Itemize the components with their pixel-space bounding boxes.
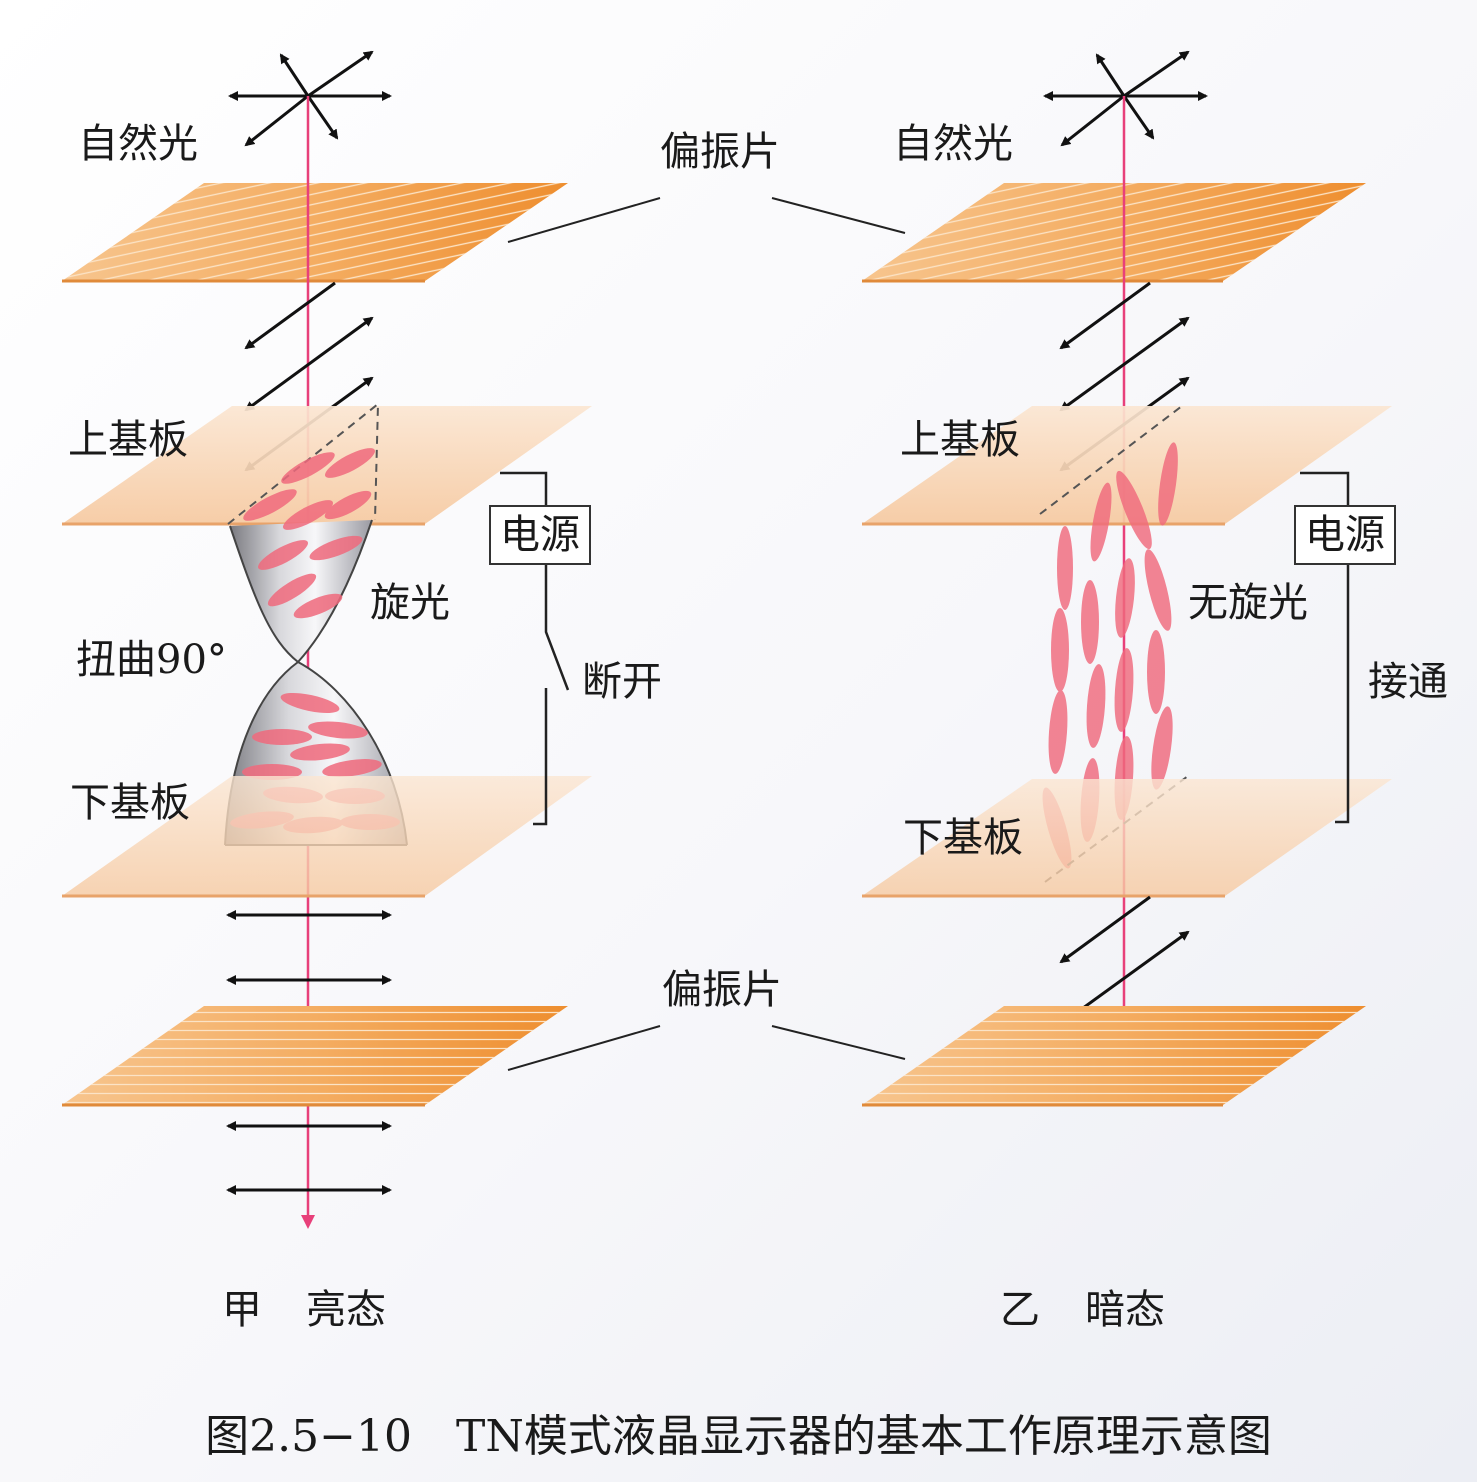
twist-label: 扭曲90° xyxy=(76,637,227,683)
top-polarizer-b xyxy=(862,183,1366,283)
switch-state-b: 接通 xyxy=(1368,659,1448,705)
polarizer-leader-lines xyxy=(507,197,906,1071)
panel-a xyxy=(62,50,592,1229)
upper-substrate-label-b: 上基板 xyxy=(900,417,1020,463)
rotation-label-b: 无旋光 xyxy=(1188,580,1308,626)
figure-caption: 图2.5−10 TN模式液晶显示器的基本工作原理示意图 xyxy=(205,1411,1272,1462)
lower-substrate-label-a: 下基板 xyxy=(70,780,190,826)
switch-state-a: 断开 xyxy=(582,659,662,705)
power-source-b: 电源 xyxy=(1294,505,1396,565)
panel-b xyxy=(862,50,1392,1107)
panel-a-state: 亮态 xyxy=(306,1287,386,1333)
rotation-label-a: 旋光 xyxy=(370,580,450,626)
lc-boundary-top-b xyxy=(1039,405,1183,515)
circuit-a xyxy=(500,471,570,826)
circuit-b xyxy=(1300,471,1350,824)
top-polarizer-a xyxy=(62,183,568,283)
panel-b-label: 乙 xyxy=(1000,1287,1040,1333)
lower-substrate-a xyxy=(62,776,592,898)
natural-light-label-a: 自然光 xyxy=(78,121,198,167)
horizontal-arrows-a xyxy=(226,910,392,1195)
natural-light-arrows-a xyxy=(228,50,392,147)
panel-a-label: 甲 xyxy=(222,1287,262,1333)
polarizer-bottom-label: 偏振片 xyxy=(662,967,782,1013)
lower-substrate-b xyxy=(862,779,1392,898)
natural-light-label-b: 自然光 xyxy=(893,121,1013,167)
lc-boundary-a xyxy=(227,401,380,525)
power-source-a: 电源 xyxy=(489,505,591,565)
tn-lcd-diagram xyxy=(62,50,1392,1229)
bottom-polarizer-b xyxy=(862,1006,1366,1107)
panel-b-state: 暗态 xyxy=(1085,1287,1165,1333)
polarizer-top-label: 偏振片 xyxy=(660,129,780,175)
upper-substrate-label-a: 上基板 xyxy=(68,417,188,463)
natural-light-arrows-b xyxy=(1043,50,1208,147)
bottom-polarizer-a xyxy=(62,1006,568,1107)
lower-substrate-label-b: 下基板 xyxy=(903,815,1023,861)
